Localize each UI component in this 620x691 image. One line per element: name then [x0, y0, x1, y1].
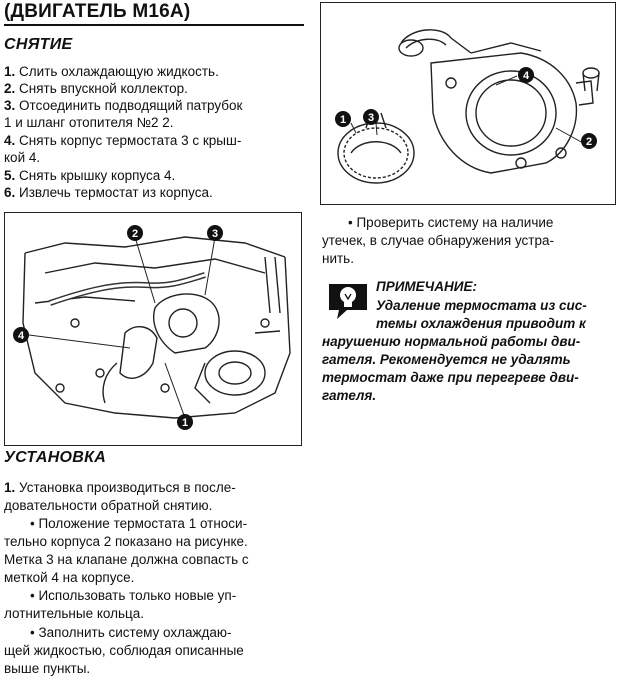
install-line-10: щей жидкостью, соблюдая описанные [4, 643, 244, 658]
engine-callouts: 2 3 4 1 [13, 225, 223, 430]
install-line-1: 1. Установка производиться в после- [4, 480, 236, 495]
step-4: 4. Снять корпус термостата 3 с крыш- [4, 133, 242, 148]
step-3: 3. Отсоединить подводящий патрубок [4, 98, 243, 113]
check-line-2: утечек, в случае обнаружения устра- [322, 233, 554, 248]
install-line-3: • Положение термостата 1 относи- [30, 516, 248, 531]
callout-3: 3 [212, 228, 218, 240]
step-5: 5. Снять крышку корпуса 4. [4, 168, 176, 183]
step-2: 2. Снять впускной коллектор. [4, 81, 188, 96]
note-line-6: гателя. [322, 388, 377, 403]
install-title: УСТАНОВКА [4, 449, 107, 466]
note-line-2: темы охлаждения приводит к [376, 316, 586, 331]
thermostat-illustration: 4 1 3 2 [335, 29, 600, 184]
install-line-6: меткой 4 на корпусе. [4, 570, 135, 585]
install-line-4: тельно корпуса 2 показано на рисунке. [4, 534, 248, 549]
install-line-11: выше пункты. [4, 661, 91, 676]
install-line-9: • Заполнить систему охлаждаю- [30, 625, 232, 640]
install-line-8: лотнительные кольца. [4, 606, 145, 621]
step-4-cont: кой 4. [4, 150, 41, 165]
engine-figure: 2 3 4 1 [4, 212, 302, 446]
lightbulb-icon [329, 284, 367, 319]
engine-illustration: 2 3 4 1 [13, 225, 291, 430]
page-title: (ДВИГАТЕЛЬ M16A) [4, 1, 191, 22]
note-title: ПРИМЕЧАНИЕ: [376, 279, 477, 294]
thermostat-callouts: 4 1 3 2 [335, 67, 597, 149]
callout-2: 2 [132, 228, 138, 240]
note-line-4: гателя. Рекомендуется не удалять [322, 352, 571, 367]
note-line-3: нарушению нормальной работы дви- [322, 334, 581, 349]
check-line-1: • Проверить систему на наличие [348, 215, 554, 230]
note-line-1: Удаление термостата из сис- [376, 298, 587, 313]
removal-title: СНЯТИЕ [4, 36, 73, 53]
install-line-5: Метка 3 на клапане должна совпасть с [4, 552, 249, 567]
callout-1: 1 [182, 417, 188, 429]
page-header: (ДВИГАТЕЛЬ M16A) [4, 1, 304, 26]
step-6: 6. Извлечь термостат из корпуса. [4, 185, 213, 200]
step-3-cont: 1 и шланг отопителя №2 2. [4, 115, 174, 130]
callout-3: 3 [368, 112, 374, 124]
callout-4: 4 [18, 330, 25, 342]
callout-1: 1 [340, 114, 346, 126]
step-1: 1. Слить охлаждающую жидкость. [4, 64, 219, 79]
callout-2: 2 [586, 136, 592, 148]
thermostat-figure: 4 1 3 2 [320, 2, 616, 205]
install-line-2: довательности обратной снятию. [4, 498, 213, 513]
check-line-3: нить. [322, 251, 354, 266]
callout-4: 4 [523, 70, 530, 82]
note-line-5: термостат даже при перегреве дви- [322, 370, 579, 385]
install-line-7: • Использовать только новые уп- [30, 588, 237, 603]
